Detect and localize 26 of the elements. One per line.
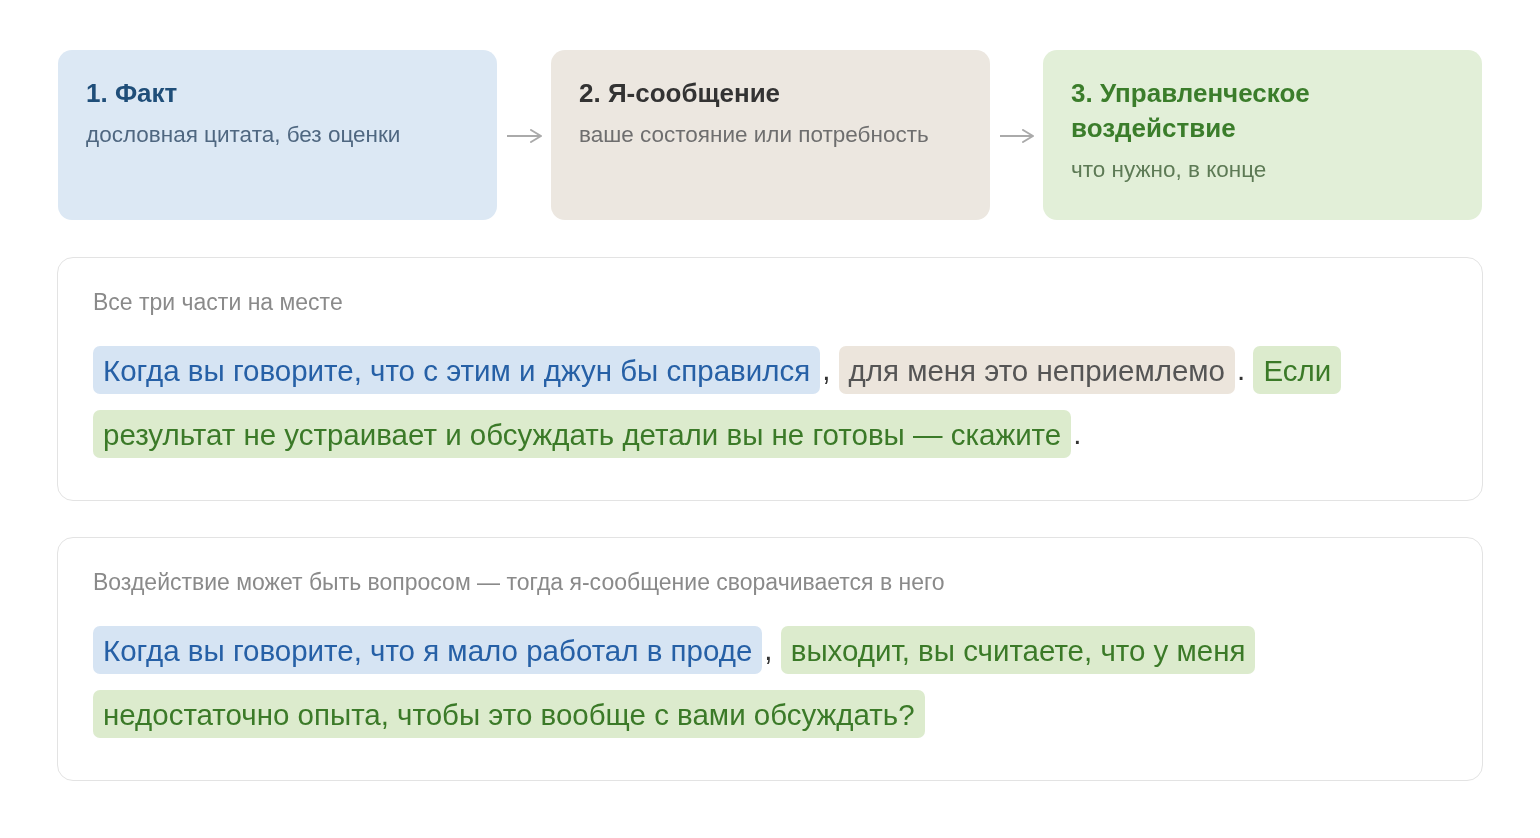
example-card bbox=[57, 257, 1483, 501]
arrow bbox=[999, 129, 1034, 143]
example-card bbox=[57, 537, 1483, 781]
step-description: что нужно, в конце bbox=[1071, 156, 1268, 184]
highlighted-phrase: Когда вы говорите, что с этим и джун бы справился bbox=[93, 345, 821, 394]
highlighted-phrase: выходит, вы считаете, что у меня bbox=[780, 625, 1256, 674]
highlighted-phrase: для меня это неприемлемо bbox=[838, 345, 1236, 394]
card-heading: Воздействие может быть вопросом — тогда я-сообщение сворачивается в него bbox=[93, 568, 946, 597]
step-box bbox=[1043, 50, 1482, 220]
punctuation-mark: . bbox=[1073, 417, 1082, 450]
highlighted-phrase: Если bbox=[1253, 345, 1342, 394]
step-description: дословная цитата, без оценки bbox=[86, 121, 402, 149]
step-title: 3. Управленческое воздействие bbox=[1071, 77, 1311, 145]
punctuation-mark: , bbox=[764, 633, 773, 666]
highlighted-phrase: Когда вы говорите, что я мало работал в проде bbox=[93, 625, 763, 674]
highlighted-phrase: недостаточно опыта, чтобы это вообще с вами обсуждать? bbox=[93, 689, 925, 738]
punctuation-mark: , bbox=[822, 353, 831, 386]
step-description: ваше состояние или потребность bbox=[579, 121, 930, 149]
step-box bbox=[551, 50, 990, 220]
step-title: 2. Я-сообщение bbox=[579, 77, 782, 110]
step-box bbox=[58, 50, 497, 220]
arrow bbox=[506, 129, 542, 143]
punctuation-mark: . bbox=[1237, 353, 1246, 386]
highlighted-phrase: результат не устраивает и обсуждать детали вы не готовы — скажите bbox=[93, 409, 1072, 458]
step-title: 1. Факт bbox=[86, 77, 179, 110]
card-heading: Все три части на месте bbox=[93, 288, 344, 317]
